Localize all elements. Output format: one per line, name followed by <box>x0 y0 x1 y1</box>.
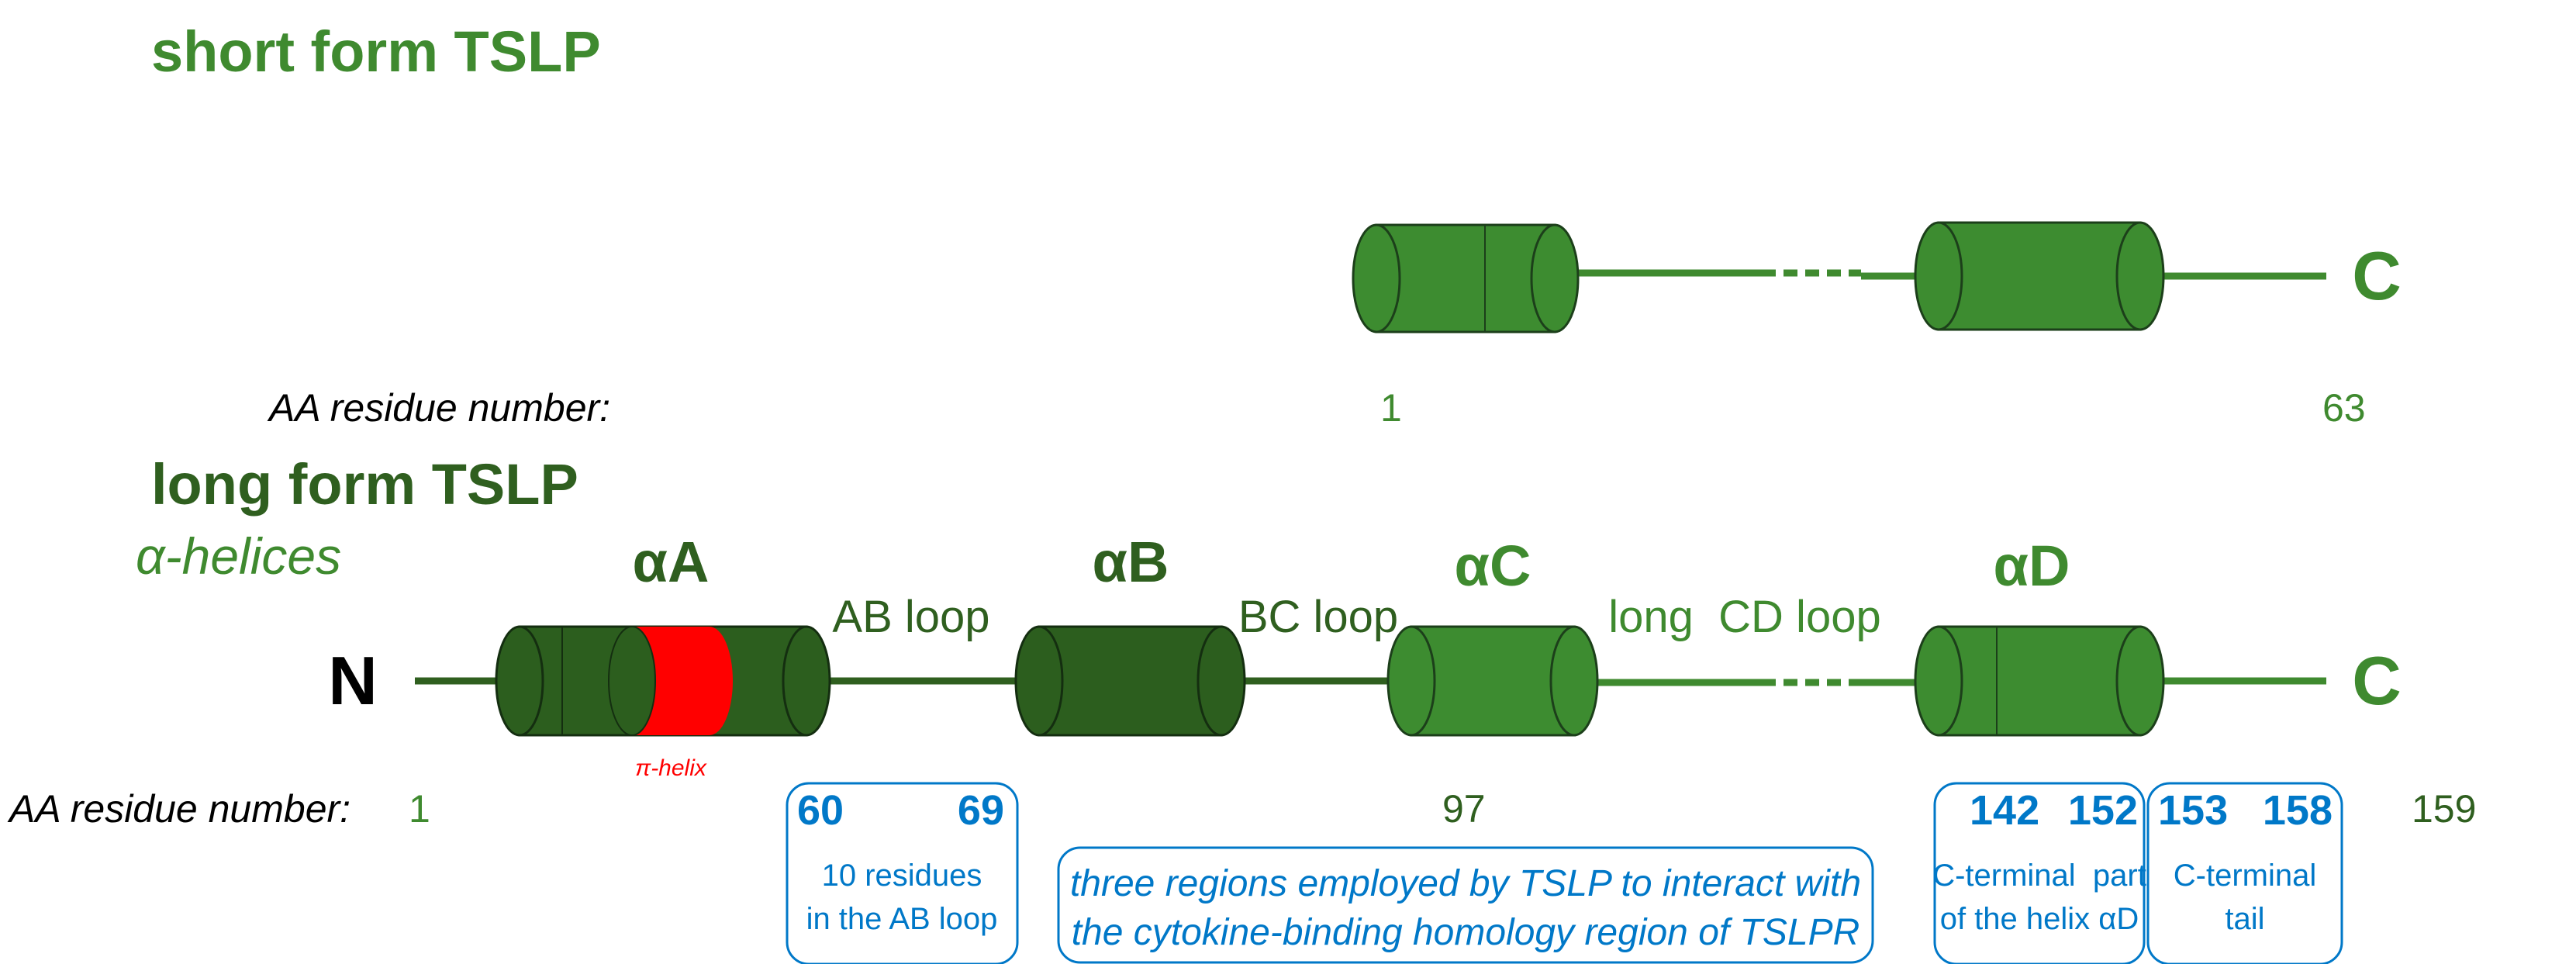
interaction-note-line1: three regions employed by TSLP to intera… <box>1070 863 1861 904</box>
region-box-helix-d: 142 152 C-terminal part of the helix αD <box>1932 782 2146 964</box>
bc-loop-label: BC loop <box>1238 592 1398 642</box>
long-form-backbone <box>415 677 2326 686</box>
region-2-desc-line1: C-terminal part <box>1932 859 2146 893</box>
interaction-note-box: three regions employed by TSLP to intera… <box>1057 846 1874 964</box>
region-3-start: 153 <box>2158 787 2228 834</box>
helix-d-cylinder <box>1914 625 2165 737</box>
long-form-residue-1: 1 <box>409 787 430 831</box>
alpha-helices-label: α-helices <box>136 527 341 585</box>
interaction-note-line2: the cytokine-binding homology region of … <box>1072 912 1860 953</box>
region-box-c-tail: 153 158 C-terminal tail <box>2146 782 2343 964</box>
helix-c-label: αC <box>1455 534 1531 598</box>
helix-b-label: αB <box>1093 530 1169 594</box>
ab-loop-label: AB loop <box>832 592 989 642</box>
helix-c-cylinder <box>1386 625 1599 737</box>
long-form-c-terminus: C <box>2352 642 2402 719</box>
region-2-desc-line2: of the helix αD <box>1940 902 2139 936</box>
long-form-title: long form TSLP <box>151 452 578 517</box>
region-3-desc-line2: tail <box>2225 902 2264 936</box>
pi-helix-label: π-helix <box>635 755 707 781</box>
short-form-backbone <box>1551 269 2326 280</box>
long-form-residue-97: 97 <box>1442 787 1486 831</box>
long-form-residue-159: 159 <box>2412 787 2476 831</box>
helix-a-cylinder <box>495 625 831 737</box>
region-2-start: 142 <box>1970 787 2039 834</box>
short-form-aa-label: AA residue number: <box>267 386 610 430</box>
region-1-desc-line2: in the AB loop <box>806 902 998 936</box>
short-form-title: short form TSLP <box>151 19 601 84</box>
helix-a-label: αA <box>633 530 710 594</box>
n-terminus-label: N <box>328 642 378 719</box>
region-1-end: 69 <box>958 787 1004 834</box>
region-3-end: 158 <box>2263 787 2333 834</box>
region-1-desc-line1: 10 residues <box>822 859 982 893</box>
helix-d-label: αD <box>1994 534 2070 598</box>
region-1-start: 60 <box>797 787 844 834</box>
region-2-end: 152 <box>2068 787 2138 834</box>
helix-b-cylinder <box>1014 625 1246 737</box>
short-form-c-terminus: C <box>2352 237 2402 314</box>
cd-loop-label: long CD loop <box>1608 592 1880 642</box>
region-box-ab-loop: 60 69 10 residues in the AB loop <box>786 782 1019 964</box>
short-form-residue-63: 63 <box>2322 386 2366 430</box>
long-form-aa-label: AA residue number: <box>7 787 350 831</box>
short-form-helix-1 <box>1352 223 1580 333</box>
short-form-residue-1: 1 <box>1380 386 1402 430</box>
short-form-helix-2 <box>1914 221 2165 331</box>
region-3-desc-line1: C-terminal <box>2174 859 2316 893</box>
